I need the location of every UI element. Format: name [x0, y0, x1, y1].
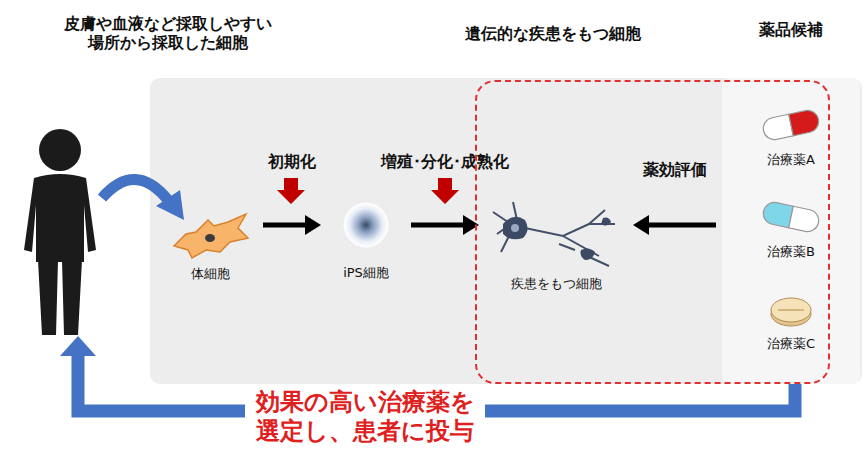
arrowhead — [305, 215, 321, 235]
process-marker — [277, 178, 459, 204]
arrow-line — [411, 223, 467, 228]
conclusion-text: 効果の高い治療薬を 選定し、患者に投与 — [245, 388, 485, 446]
patient-figure — [24, 129, 96, 335]
drug-tablet: 治療薬C — [753, 282, 829, 354]
group-heading: 薬品候補 — [722, 20, 860, 39]
somatic-cell-illustration — [163, 212, 257, 266]
drug-capsule-illustration — [753, 194, 829, 244]
flow-arrow — [263, 215, 321, 235]
node-label: 治療薬A — [753, 152, 829, 168]
disease-cell-illustration — [485, 194, 627, 276]
drug-capsule: 治療薬B — [753, 190, 829, 262]
sampling-arrowhead — [156, 190, 184, 220]
group-heading: 遺伝的な疾患をもつ細胞 — [465, 24, 641, 43]
node-label: 治療薬C — [753, 336, 829, 352]
arrow-line — [263, 223, 309, 228]
edge-label: 薬効評価 — [643, 160, 707, 179]
flow-arrow — [411, 215, 479, 235]
ips-cell-illustration — [327, 195, 405, 259]
edge-label: 初期化 — [268, 152, 316, 171]
node-label: 治療薬B — [753, 244, 829, 260]
node-label: 疾患をもつ細胞 — [485, 276, 627, 292]
disease-cell-region: 遺伝的な疾患をもつ細胞疾患をもつ細胞 — [475, 80, 830, 384]
node-label: iPS細胞 — [327, 265, 405, 281]
drug-candidate-panel: 薬品候補治療薬A治療薬B治療薬C — [722, 78, 860, 384]
sampling-note: 皮膚や血液など採取しやすい 場所から採取した細胞 — [55, 14, 280, 52]
process-panel — [150, 78, 862, 384]
arrowhead — [633, 215, 649, 235]
arrow-line — [645, 223, 716, 228]
feedback-arrowhead — [60, 336, 96, 356]
drug-capsule: 治療薬A — [753, 98, 829, 170]
drug-capsule-illustration — [753, 102, 829, 152]
flow-arrow — [633, 215, 716, 235]
sampling-arrow — [102, 179, 168, 200]
somatic-cell: 体細胞 — [163, 206, 257, 284]
ips-cell: iPS細胞 — [327, 195, 405, 283]
node-label: 体細胞 — [163, 266, 257, 282]
edge-label: 増殖･分化･成熟化 — [381, 152, 509, 171]
disease-cell: 疾患をもつ細胞 — [485, 190, 627, 294]
drug-tablet-illustration — [753, 286, 829, 336]
